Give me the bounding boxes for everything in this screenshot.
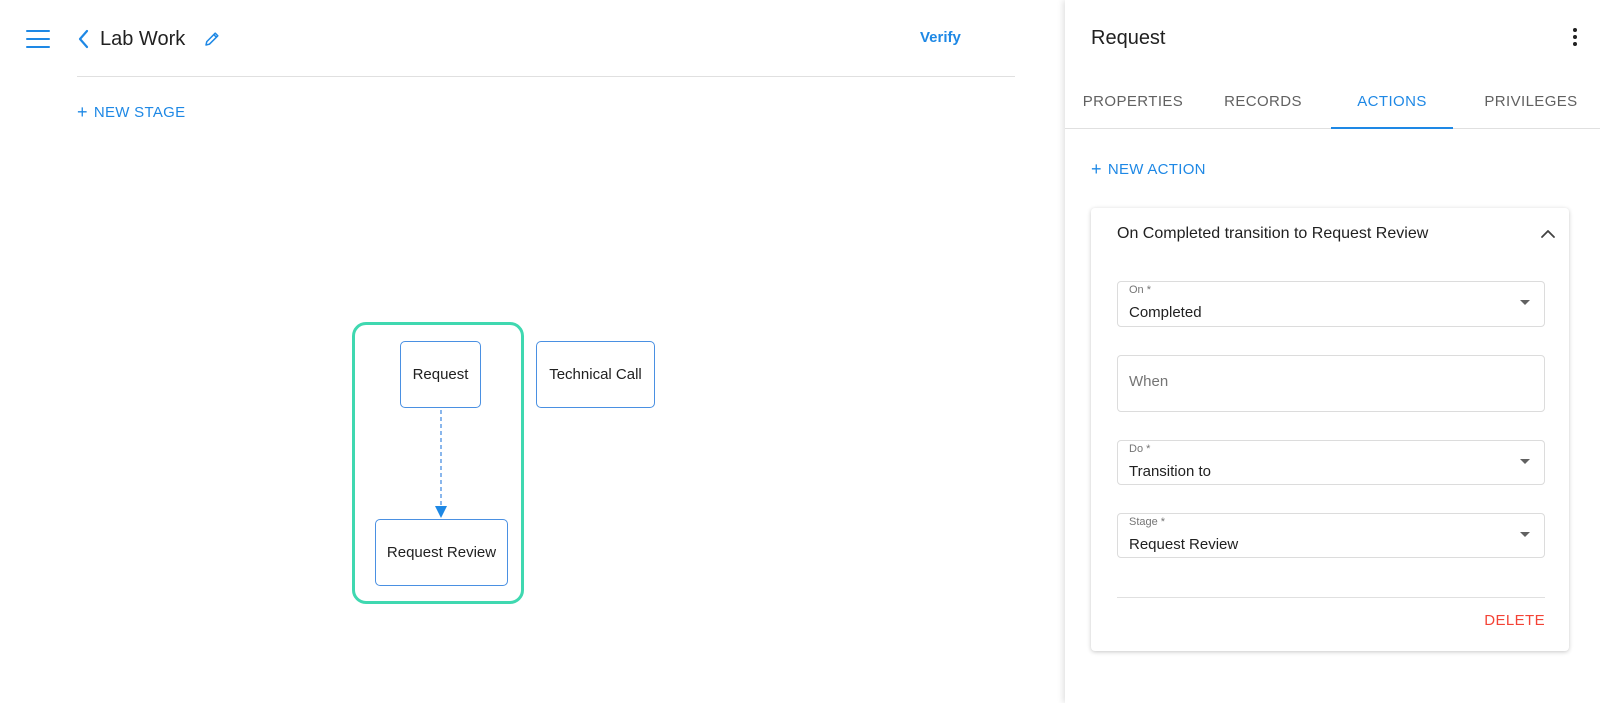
arrow-drop-down-icon	[1520, 300, 1530, 305]
stage-node-request-review[interactable]: Request Review	[375, 519, 508, 586]
action-card: On Completed transition to Request Revie…	[1091, 208, 1569, 651]
chevron-left-icon[interactable]	[74, 26, 94, 52]
stage-node-label: Technical Call	[549, 366, 642, 383]
menu-icon[interactable]	[26, 30, 50, 50]
page-title: Lab Work	[100, 28, 186, 50]
on-select-value: Completed	[1129, 304, 1202, 321]
on-select[interactable]: On * Completed	[1117, 281, 1545, 327]
action-card-title: On Completed transition to Request Revie…	[1117, 225, 1429, 242]
stage-select-label: Stage *	[1129, 516, 1166, 528]
tab-properties[interactable]: PROPERTIES	[1082, 93, 1184, 110]
workflow-editor: Lab Work Verify + NEW STAGE Request Reque…	[0, 26, 1065, 703]
stage-select[interactable]: Stage * Request Review	[1117, 513, 1545, 558]
new-stage-label: NEW STAGE	[93, 104, 186, 121]
stage-details-panel: Request PROPERTIES RECORDS ACTIONS PRIVI…	[1065, 0, 1600, 703]
do-select-label: Do *	[1129, 443, 1151, 455]
arrow-drop-down-icon	[1520, 532, 1530, 537]
when-input-placeholder: When	[1129, 373, 1169, 390]
tab-actions[interactable]: ACTIONS	[1331, 76, 1453, 129]
stage-node-label: Request Review	[386, 544, 497, 561]
stage-node-request[interactable]: Request	[400, 341, 481, 408]
stage-node-technical-call[interactable]: Technical Call	[536, 341, 655, 408]
tab-privileges[interactable]: PRIVILEGES	[1484, 93, 1578, 110]
workflow-canvas[interactable]: Request Request Review Technical Call	[0, 120, 1065, 703]
stage-select-value: Request Review	[1129, 536, 1239, 553]
chevron-up-icon[interactable]	[1539, 225, 1557, 243]
panel-tabs: PROPERTIES RECORDS ACTIONS PRIVILEGES	[1065, 76, 1600, 129]
new-stage-button[interactable]: + NEW STAGE	[77, 101, 185, 123]
stage-group-box[interactable]	[352, 322, 524, 604]
panel-title: Request	[1091, 27, 1166, 49]
new-action-label: NEW ACTION	[1107, 161, 1206, 178]
action-card-header[interactable]: On Completed transition to Request Revie…	[1117, 219, 1557, 249]
arrow-drop-down-icon	[1520, 459, 1530, 464]
tab-records[interactable]: RECORDS	[1224, 93, 1302, 110]
stage-node-label: Request	[412, 366, 469, 383]
plus-icon: +	[1091, 159, 1102, 179]
more-vert-icon[interactable]	[1563, 26, 1587, 50]
do-select[interactable]: Do * Transition to	[1117, 440, 1545, 485]
on-select-label: On *	[1129, 284, 1152, 296]
pencil-icon[interactable]	[202, 29, 222, 49]
header-divider	[77, 76, 1015, 77]
new-action-button[interactable]: + NEW ACTION	[1091, 158, 1206, 180]
when-input[interactable]: When	[1117, 355, 1545, 412]
verify-button[interactable]: Verify	[920, 29, 961, 46]
plus-icon: +	[77, 102, 88, 122]
do-select-value: Transition to	[1129, 463, 1211, 480]
transition-arrow[interactable]	[430, 408, 452, 520]
delete-action-button[interactable]: DELETE	[1484, 612, 1545, 629]
card-divider	[1117, 597, 1545, 598]
